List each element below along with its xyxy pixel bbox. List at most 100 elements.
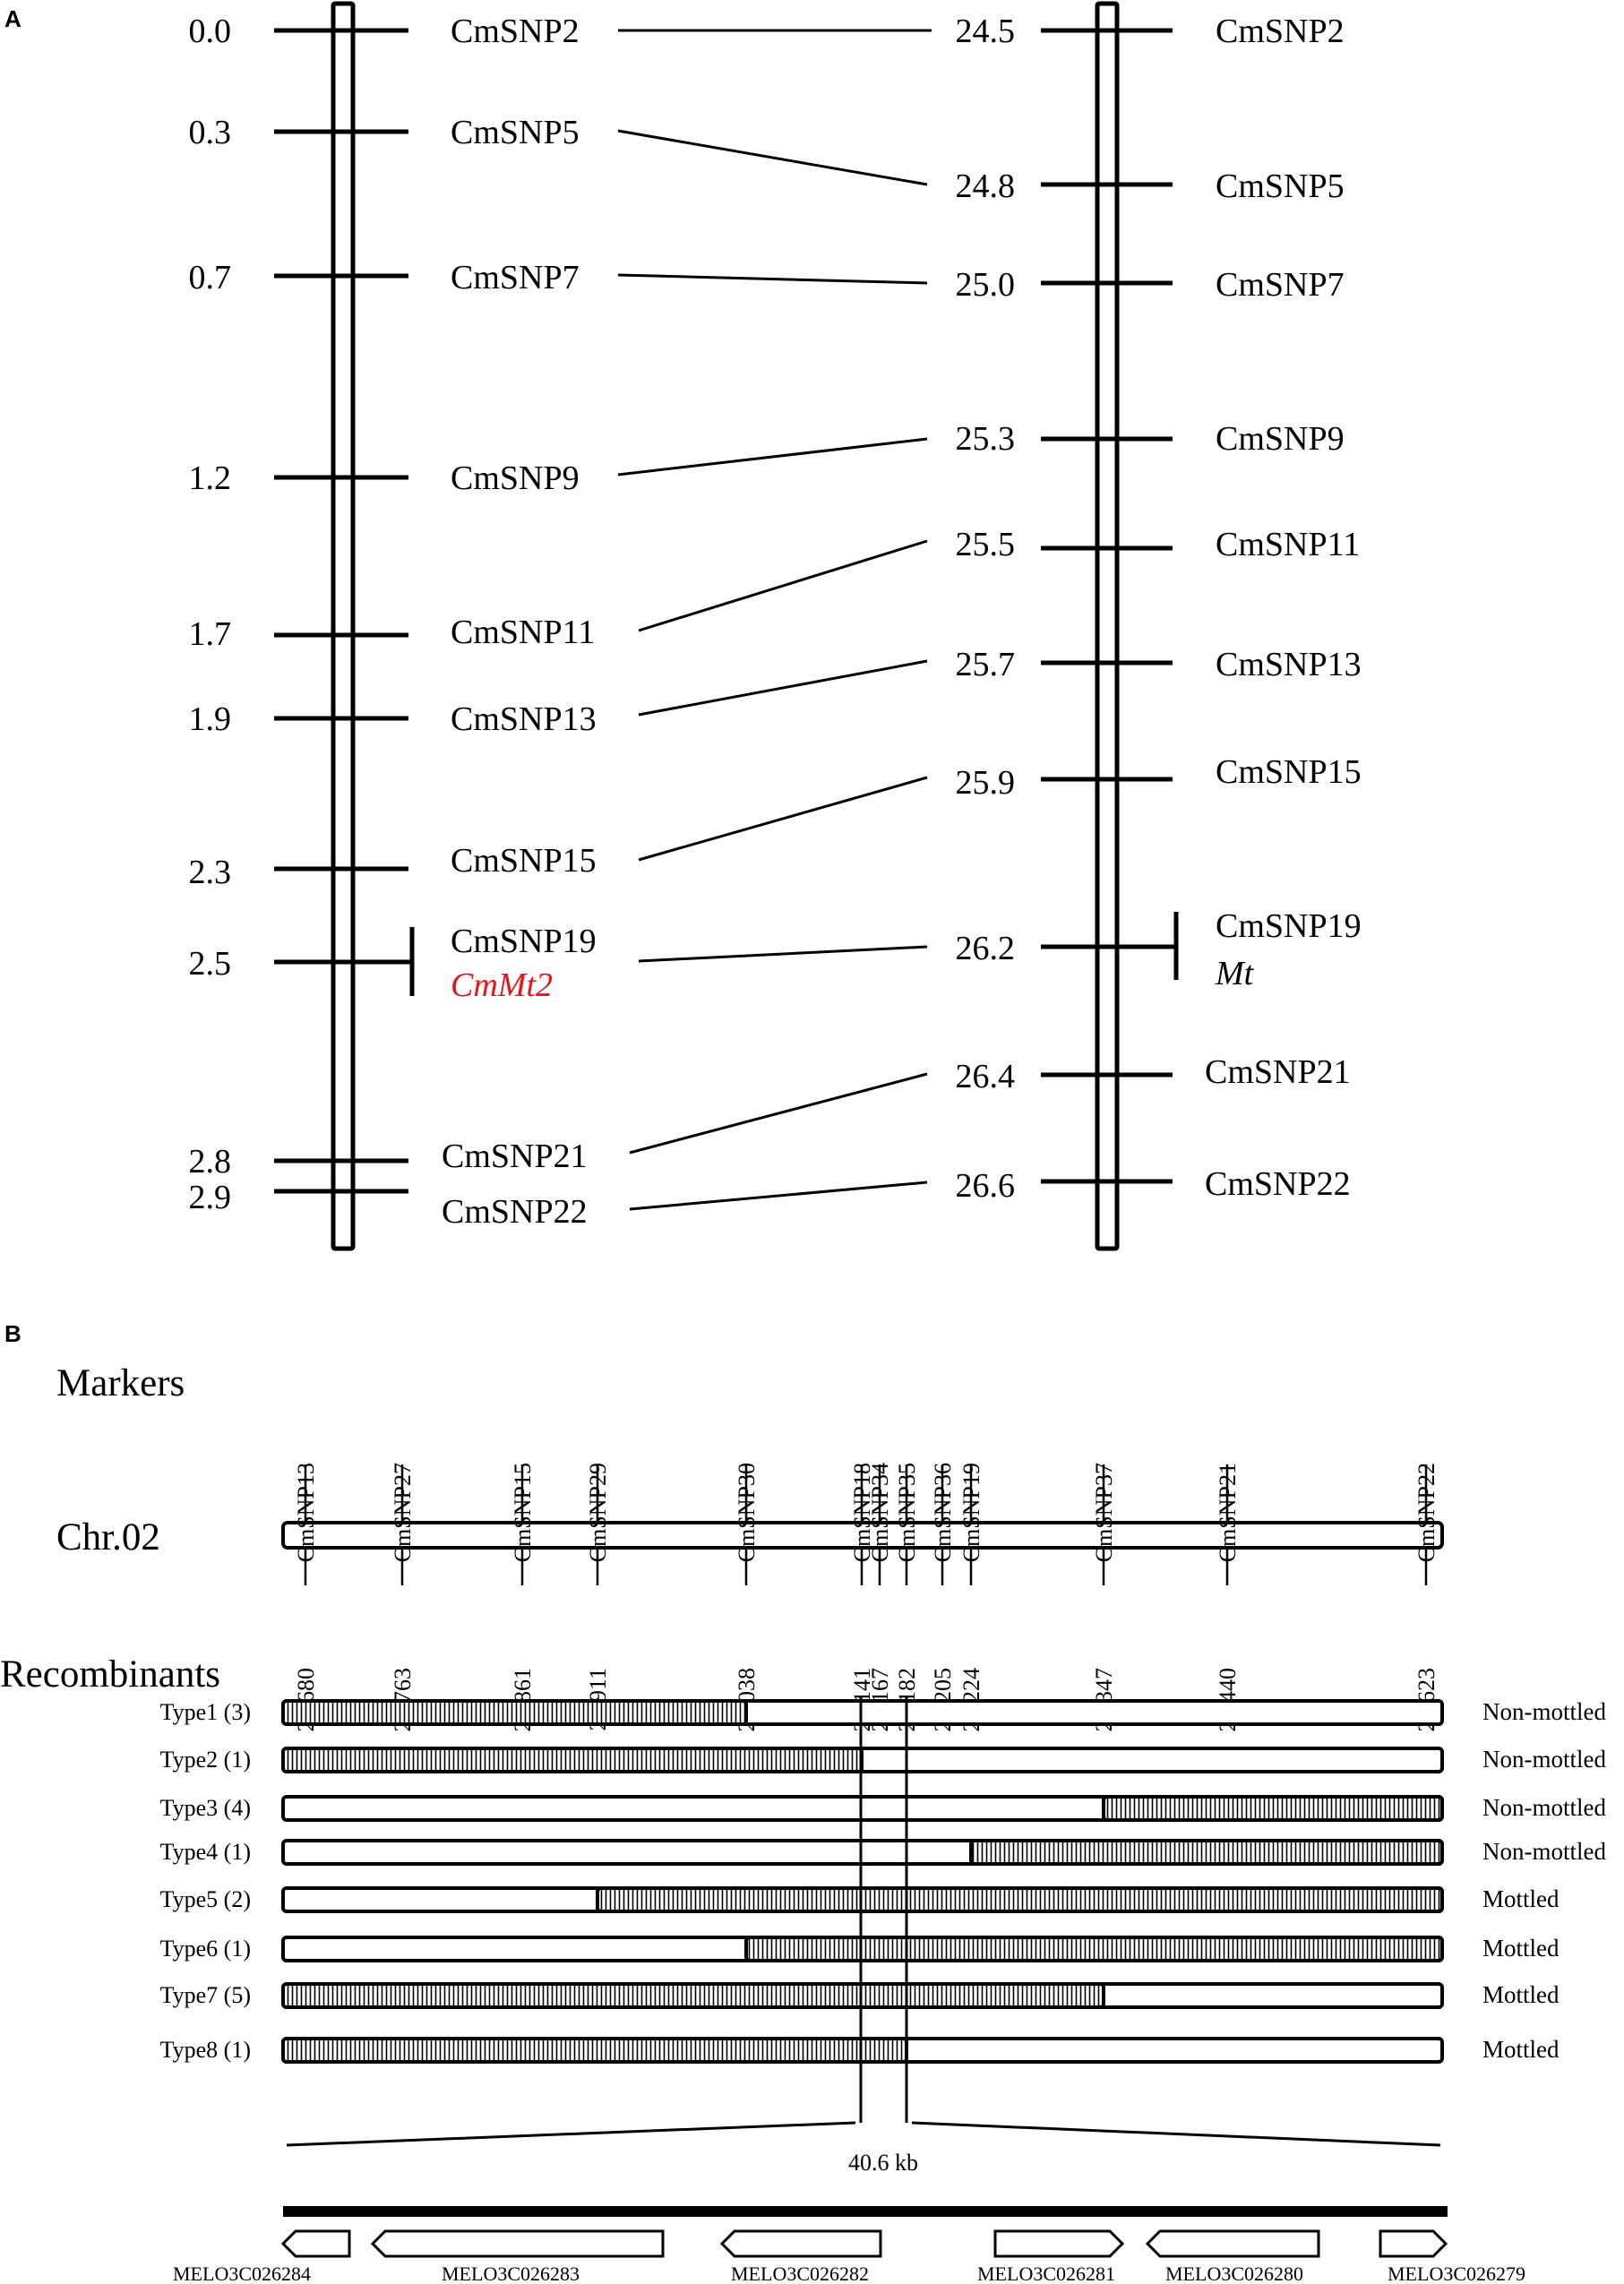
donor-segment	[281, 1699, 748, 1726]
left-marker-pos: 1.9	[189, 700, 232, 738]
left-marker: 0.0 CmSNP2	[189, 13, 580, 50]
zoom-line-left	[286, 2121, 856, 2147]
marker-name-label: CmSNP29	[585, 1463, 611, 1562]
chromosome-marker: CmSNP3626.205	[930, 1463, 956, 1732]
donor-segment	[281, 1982, 1105, 2009]
right-marker-pos: 25.7	[956, 646, 1016, 683]
recombinant-row: Type7 (5)Mottled	[160, 1981, 1560, 2009]
gene-name-label: MELO3C026279	[1388, 2263, 1525, 2284]
donor-segment	[969, 1839, 1444, 1866]
left-marker-name: CmSNP11	[451, 614, 595, 651]
gene-name-label: MELO3C026282	[731, 2263, 869, 2284]
panel-a: 0.0 CmSNP2 0.3 CmSNP5 0.7 CmSNP7 1.2 CmS…	[189, 1, 1362, 1251]
left-marker: 2.9 CmSNP22	[189, 1179, 588, 1231]
marker-name-label: CmSNP34	[867, 1463, 893, 1562]
left-marker-pos: 0.0	[189, 13, 232, 50]
right-marker-name: CmSNP7	[1216, 266, 1345, 304]
gene-name-label: MELO3C026284	[173, 2263, 311, 2284]
gene-arrow	[280, 2229, 351, 2258]
right-marker-name: CmSNP21	[1205, 1053, 1351, 1091]
chromosome-marker: CmSNP3726.347	[1091, 1463, 1117, 1732]
phenotype-label: Mottled	[1482, 1981, 1560, 2008]
donor-segment	[281, 1747, 864, 1773]
left-marker-pos: 0.3	[189, 114, 232, 151]
gene-model: MELO3C026280	[1145, 2229, 1320, 2284]
phenotype-label: Non-mottled	[1482, 1794, 1606, 1821]
right-marker-pos: 24.5	[956, 13, 1016, 50]
markers-title: Markers	[56, 1362, 185, 1404]
gene-arrow	[993, 2229, 1125, 2258]
recombinant-type-label: Type3 (4)	[160, 1795, 251, 1821]
chromosome-marker: CmSNP2925.911	[585, 1463, 611, 1731]
gene-model: MELO3C026284	[173, 2229, 351, 2284]
left-marker-pos: 2.3	[189, 854, 232, 891]
chromosome-markers: CmSNP1325.680CmSNP2725.763CmSNP1525.861C…	[293, 1463, 1439, 1732]
phenotype-label: Mottled	[1482, 1935, 1560, 1962]
donor-segment	[596, 1886, 1444, 1913]
right-marker: 24.8 CmSNP5	[956, 167, 1345, 205]
right-marker-pos: 25.9	[956, 764, 1016, 802]
right-marker-pos: 25.0	[956, 266, 1016, 304]
right-marker: 25.7 CmSNP13	[956, 646, 1362, 683]
right-marker: 26.4 CmSNP21	[956, 1053, 1351, 1095]
right-marker: 25.3 CmSNP9	[956, 420, 1345, 458]
left-marker: 0.3 CmSNP5	[189, 114, 580, 151]
recombinant-type-label: Type6 (1)	[160, 1936, 251, 1962]
gene-name-label: MELO3C026283	[442, 2263, 580, 2284]
right-marker-name: CmSNP5	[1216, 167, 1345, 205]
recombinant-type-label: Type2 (1)	[160, 1747, 251, 1773]
recombinant-row: Type1 (3)Non-mottled	[160, 1698, 1606, 1726]
panel-b: Markers Chr.02 Recombinants CmSNP1325.68…	[0, 1362, 1606, 2284]
right-marker: 25.0 CmSNP7	[956, 266, 1345, 304]
right-marker-name: CmSNP19	[1216, 907, 1362, 945]
left-marker: 0.7 CmSNP7	[189, 259, 580, 296]
left-marker-name: CmSNP13	[451, 700, 597, 738]
right-marker-mt: 26.2 CmSNP19 Mt	[956, 907, 1362, 992]
map-connectors	[617, 29, 932, 1211]
recombinant-type-label: Type8 (1)	[160, 2037, 251, 2063]
marker-name-label: CmSNP35	[894, 1463, 920, 1562]
right-marker: 26.6 CmSNP22	[956, 1165, 1351, 1205]
marker-name-label: CmSNP30	[734, 1463, 760, 1562]
right-marker: 24.5 CmSNP2	[956, 13, 1345, 50]
phenotype-label: Mottled	[1482, 2036, 1560, 2063]
marker-name-label: CmSNP22	[1413, 1463, 1439, 1562]
recombinant-type-label: Type1 (3)	[160, 1699, 251, 1725]
chromosome-marker: CmSNP2226.623	[1413, 1463, 1439, 1732]
right-marker-pos: 25.3	[956, 420, 1016, 458]
chromosome-marker: CmSNP1926.224	[958, 1463, 984, 1732]
right-marker-pos: 25.5	[956, 526, 1016, 563]
donor-segment	[281, 2037, 908, 2064]
right-marker-pos: 24.8	[956, 167, 1016, 205]
chromosome-marker: CmSNP3026.038	[734, 1463, 760, 1732]
left-marker: 2.8 CmSNP21	[189, 1138, 588, 1181]
phenotype-label: Non-mottled	[1482, 1838, 1606, 1865]
panel-a-label: A	[4, 5, 21, 32]
left-marker-pos: 1.2	[189, 459, 232, 497]
right-marker-name: CmSNP13	[1216, 646, 1362, 683]
right-marker-pos: 26.4	[956, 1058, 1016, 1095]
marker-name-label: CmSNP37	[1091, 1463, 1117, 1562]
phenotype-label: Non-mottled	[1482, 1746, 1606, 1773]
gene-region-bar	[283, 2206, 1448, 2217]
chromosome-marker: CmSNP3426.167	[867, 1463, 893, 1732]
gene-arrow	[370, 2229, 665, 2258]
chromosome-marker: CmSNP2725.763	[390, 1463, 416, 1732]
marker-name-label: CmSNP18	[849, 1463, 875, 1562]
recombinant-row: Type6 (1) Mottled	[160, 1935, 1560, 1962]
left-marker-pos: 0.7	[189, 259, 232, 296]
donor-segment	[744, 1936, 1444, 1962]
recombinant-type-label: Type4 (1)	[160, 1839, 251, 1865]
left-marker-name: CmSNP5	[451, 114, 580, 151]
left-marker-name: CmSNP7	[451, 259, 580, 296]
recombinant-row: Type2 (1) Non-mottled	[160, 1746, 1606, 1773]
interval-size-label: 40.6 kb	[848, 2150, 918, 2176]
gene-models: MELO3C026284 MELO3C026283 MELO3C026282 MELO…	[173, 2229, 1525, 2284]
marker-name-label: CmSNP13	[293, 1463, 319, 1562]
right-marker-name: CmSNP2	[1216, 13, 1345, 50]
panel-b-label: B	[4, 1320, 21, 1347]
